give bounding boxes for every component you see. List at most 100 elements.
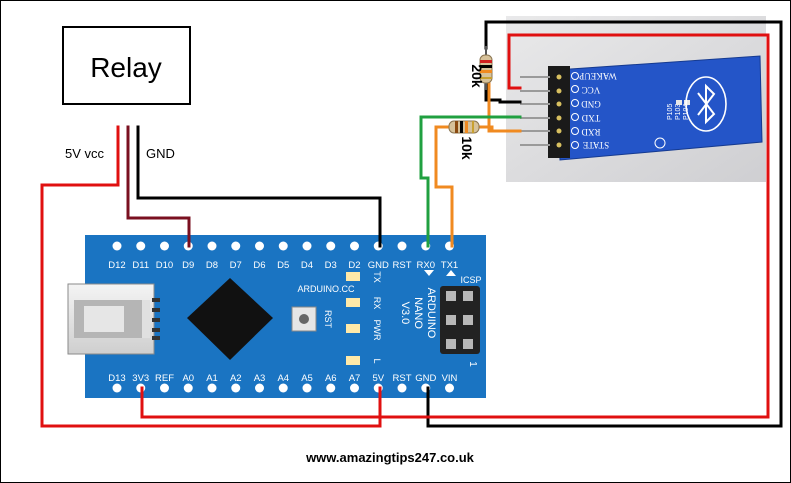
wire-relay-5v xyxy=(40,125,382,428)
icsp-header xyxy=(440,286,480,354)
bottom-pin-label: VIN xyxy=(442,373,458,384)
bottom-pin-label: 3V3 xyxy=(132,373,149,384)
wire-relay-gnd xyxy=(136,125,382,248)
top-pin xyxy=(278,241,288,251)
bottom-pin-label: 5V xyxy=(372,373,384,384)
top-pin-label: RST xyxy=(393,260,412,271)
bottom-pin-label: A6 xyxy=(325,373,337,384)
bottom-pin xyxy=(160,383,169,393)
bottom-pin-label: A5 xyxy=(301,373,313,384)
bt-chip-label-2: P103 xyxy=(675,104,682,120)
bt-pin-state: STATE xyxy=(582,140,609,150)
bottom-pin xyxy=(397,383,407,393)
top-pin-label: D9 xyxy=(182,260,194,271)
bt-pin-vcc: VCC xyxy=(582,85,601,95)
bottom-pin-label: A0 xyxy=(182,373,194,384)
top-pin-label: D10 xyxy=(156,260,173,271)
bluetooth-logo-icon xyxy=(685,76,727,132)
status-leds xyxy=(346,272,360,365)
bottom-pin xyxy=(207,383,217,393)
bottom-pin-label: A7 xyxy=(349,373,361,384)
top-pin-label: D6 xyxy=(253,260,265,271)
bt-chip-label-1: P105 xyxy=(667,104,674,120)
led-label-rx: RX xyxy=(372,297,382,310)
bottom-pin xyxy=(231,383,241,393)
icsp-label: ICSP xyxy=(460,275,481,285)
top-pin xyxy=(326,241,336,251)
relay-gnd-label: GND xyxy=(146,146,175,161)
rx-arrow-icon xyxy=(424,270,434,276)
bottom-pin-label: GND xyxy=(415,373,436,384)
model-line-nano: NANO xyxy=(412,297,424,329)
led-label-l: L xyxy=(372,358,382,363)
arduino-site-label: ARDUINO.CC xyxy=(297,284,355,294)
bt-pin-txd: TXD xyxy=(581,113,600,123)
bt-header xyxy=(548,66,570,158)
bottom-pin xyxy=(183,383,193,393)
resistor-10k-label: 10k xyxy=(459,136,475,160)
reset-button xyxy=(291,306,317,332)
relay-box: Relay xyxy=(62,26,191,105)
led-label-pwr: PWR xyxy=(372,320,382,341)
top-pin xyxy=(231,241,241,251)
bottom-pin-label: A1 xyxy=(206,373,218,384)
top-pin-label: D12 xyxy=(108,260,125,271)
top-pin-label: D7 xyxy=(230,260,242,271)
bottom-pin xyxy=(350,383,359,393)
wire-gnd-loop xyxy=(426,20,783,428)
top-pin xyxy=(350,241,359,251)
top-pin-label: RX0 xyxy=(417,260,435,271)
top-pin xyxy=(112,241,122,251)
mcu-chip xyxy=(187,278,273,360)
bluetooth-module-photo: WAKEUP VCC GND TXD RXD STATE P105 P103 P… xyxy=(506,16,766,182)
model-line-version: V3.0 xyxy=(399,302,411,325)
top-pin xyxy=(302,241,312,251)
wire-module-gnd xyxy=(484,82,522,104)
icsp-pin1-label: 1 xyxy=(467,361,478,367)
top-pin-label: D2 xyxy=(348,260,360,271)
top-pin-label: TX1 xyxy=(441,260,458,271)
relay-vcc-label: 5V vcc xyxy=(65,146,105,161)
top-pin-label: D8 xyxy=(206,260,218,271)
bottom-pin xyxy=(255,383,264,393)
tx-arrow-icon xyxy=(446,270,456,276)
bottom-pin-label: A3 xyxy=(254,373,266,384)
top-pin-label: D11 xyxy=(132,260,149,271)
wire-3v3-5v xyxy=(140,386,382,419)
resistor-10k xyxy=(448,120,480,134)
bottom-pin-label: REF xyxy=(155,373,174,384)
led-label-tx: TX xyxy=(372,271,382,283)
bottom-pin xyxy=(445,383,454,393)
top-pin xyxy=(397,241,407,251)
resistor-20k xyxy=(479,46,493,90)
top-pin-label: GND xyxy=(368,260,389,271)
arduino-nano-board: RST ARDUINO.CC TX RX PWR L ARDUINO NANO … xyxy=(67,235,486,398)
resistor-20k-label: 20k xyxy=(469,64,485,88)
top-pin xyxy=(207,241,217,251)
bt-pin-gnd: GND xyxy=(581,99,601,109)
usb-connector-icon xyxy=(67,283,160,355)
bt-pin-rxd: RXD xyxy=(581,127,601,137)
bottom-pin xyxy=(112,383,122,393)
bottom-pin-label: A2 xyxy=(230,373,242,384)
bottom-pin xyxy=(302,383,312,393)
wire-relay-signal-d9 xyxy=(126,125,191,248)
reset-label: RST xyxy=(323,310,333,329)
bottom-pin xyxy=(278,383,288,393)
top-pin xyxy=(255,241,264,251)
top-pin-label: D4 xyxy=(301,260,313,271)
top-pin-label: D3 xyxy=(325,260,337,271)
wire-module-vcc xyxy=(378,33,770,419)
top-pin xyxy=(136,241,146,251)
wire-tx-to-divider xyxy=(434,125,454,248)
wire-divider-to-rxd xyxy=(476,125,522,133)
bottom-pin xyxy=(326,383,336,393)
model-line-arduino: ARDUINO xyxy=(425,288,437,339)
bottom-pin-label: D13 xyxy=(108,373,125,384)
bt-pin-wakeup: WAKEUP xyxy=(579,71,617,81)
top-pin xyxy=(160,241,169,251)
bottom-pin-label: A4 xyxy=(277,373,289,384)
